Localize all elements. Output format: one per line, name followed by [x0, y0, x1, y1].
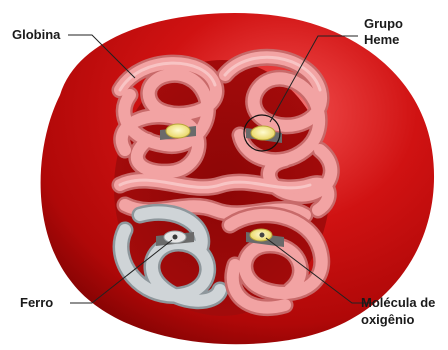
iron-label: Ferro — [20, 295, 53, 310]
heme-label-line2: Heme — [364, 32, 399, 47]
globin-label: Globina — [12, 27, 61, 42]
iron-atom — [173, 235, 178, 240]
oxygen-label-line1: Molécula de — [361, 295, 435, 310]
heme-label-line1: Grupo — [364, 16, 403, 31]
oxygen-label-line2: oxigênio — [361, 312, 415, 327]
oxygen-molecule — [260, 233, 265, 238]
